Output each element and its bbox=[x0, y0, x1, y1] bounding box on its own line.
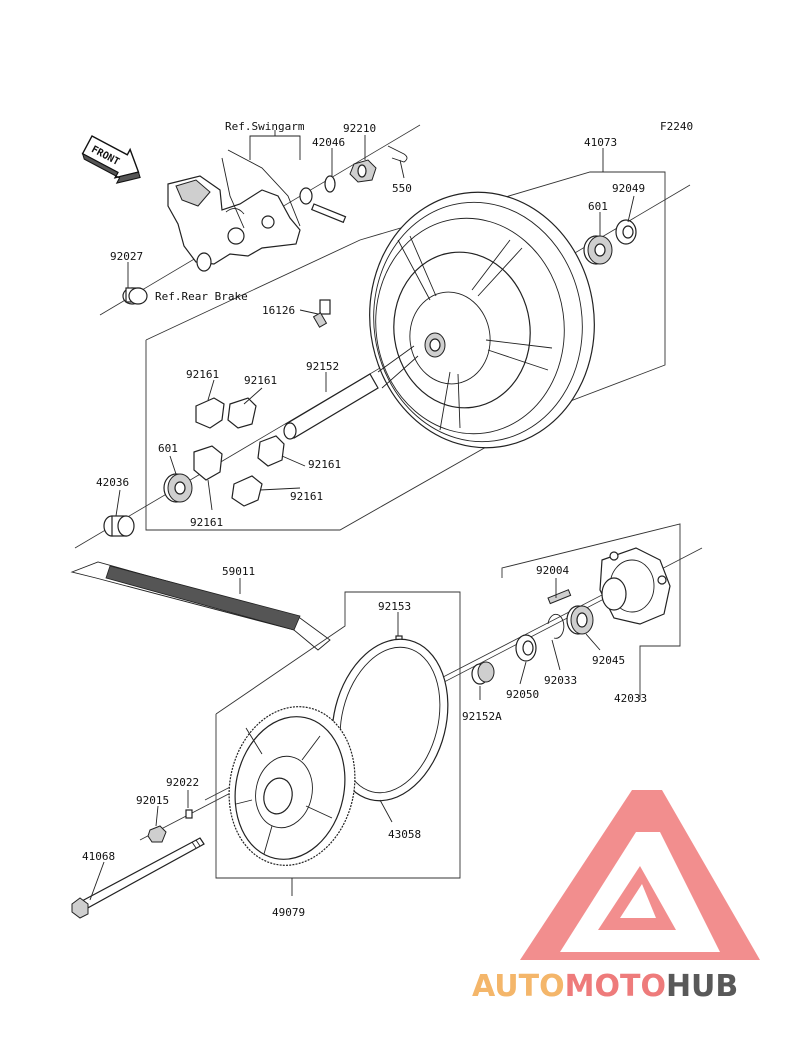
label-92004: 92004 bbox=[536, 564, 569, 577]
rear-brake-bracket bbox=[167, 149, 301, 265]
collar-92027 bbox=[122, 287, 148, 305]
bracket-ring bbox=[196, 252, 212, 272]
label-92153: 92153 bbox=[378, 600, 411, 613]
disk-plate-43058 bbox=[331, 638, 449, 802]
label-42036: 42036 bbox=[96, 476, 129, 489]
bearing-601-left bbox=[163, 473, 193, 503]
label-92161-e: 92161 bbox=[190, 516, 223, 529]
stud-92004 bbox=[547, 589, 572, 605]
watermark-hub: HUB bbox=[666, 969, 738, 1004]
axle-adjuster-bolt bbox=[299, 187, 347, 224]
label-92152: 92152 bbox=[306, 360, 339, 373]
cotter-pin bbox=[387, 145, 408, 163]
label-92210: 92210 bbox=[343, 122, 376, 135]
svg-text:AUTOMOTOHUB: AUTOMOTOHUB bbox=[472, 969, 738, 1004]
collar-92152 bbox=[283, 373, 379, 440]
ref-swingarm-label: Ref.Swingarm bbox=[225, 120, 305, 133]
automotohub-logo: AUTOMOTOHUB bbox=[472, 790, 760, 1004]
sprocket-group-outline bbox=[215, 591, 461, 879]
adjuster-washer bbox=[324, 175, 336, 193]
label-92015: 92015 bbox=[136, 794, 169, 807]
wheel-rim bbox=[369, 191, 595, 449]
nut-92015 bbox=[147, 825, 167, 843]
label-92033: 92033 bbox=[544, 674, 577, 687]
label-92027: 92027 bbox=[110, 250, 143, 263]
collar-42036 bbox=[103, 515, 135, 537]
label-41073: 41073 bbox=[584, 136, 617, 149]
diagram-code: F2240 bbox=[660, 120, 693, 133]
washer-92022 bbox=[185, 809, 193, 819]
label-92161-b: 92161 bbox=[244, 374, 277, 387]
drive-belt bbox=[70, 561, 331, 651]
seal-92050 bbox=[515, 634, 537, 662]
front-arrow-icon: FRONT bbox=[81, 135, 141, 184]
damper-rubbers bbox=[193, 397, 285, 507]
watermark-moto: MOTO bbox=[565, 969, 666, 1004]
label-16126: 16126 bbox=[262, 304, 295, 317]
label-92049: 92049 bbox=[612, 182, 645, 195]
label-601-top: 601 bbox=[588, 200, 608, 213]
label-92161-d: 92161 bbox=[290, 490, 323, 503]
triangle-logo-icon bbox=[520, 790, 760, 960]
label-92152A: 92152A bbox=[462, 710, 502, 723]
rear-pulley bbox=[228, 706, 356, 866]
label-92050: 92050 bbox=[506, 688, 539, 701]
hub-group-outline bbox=[501, 523, 681, 700]
label-550: 550 bbox=[392, 182, 412, 195]
collar-92152A bbox=[471, 661, 495, 685]
bearing-92045 bbox=[566, 605, 594, 635]
label-92161-c: 92161 bbox=[308, 458, 341, 471]
label-601-left: 601 bbox=[158, 442, 178, 455]
leader-lines bbox=[89, 135, 635, 901]
label-43058: 43058 bbox=[388, 828, 421, 841]
bearing-601-right bbox=[583, 235, 613, 265]
oil-seal-92049 bbox=[615, 219, 637, 245]
watermark-auto: AUTO bbox=[472, 969, 565, 1004]
rear-axle bbox=[71, 837, 205, 919]
label-92161-a: 92161 bbox=[186, 368, 219, 381]
label-42046: 42046 bbox=[312, 136, 345, 149]
label-59011: 59011 bbox=[222, 565, 255, 578]
sprocket-hub bbox=[599, 547, 671, 625]
label-92045: 92045 bbox=[592, 654, 625, 667]
ref-rear-brake-label: Ref.Rear Brake bbox=[155, 290, 248, 303]
label-41068: 41068 bbox=[82, 850, 115, 863]
circlip bbox=[547, 613, 565, 639]
label-49079: 49079 bbox=[272, 906, 305, 919]
label-92022: 92022 bbox=[166, 776, 199, 789]
label-42033: 42033 bbox=[614, 692, 647, 705]
axle-nut bbox=[349, 159, 377, 183]
air-valve bbox=[312, 299, 331, 328]
part-labels: 92210 42046 550 41073 92049 601 92027 16… bbox=[82, 122, 647, 919]
